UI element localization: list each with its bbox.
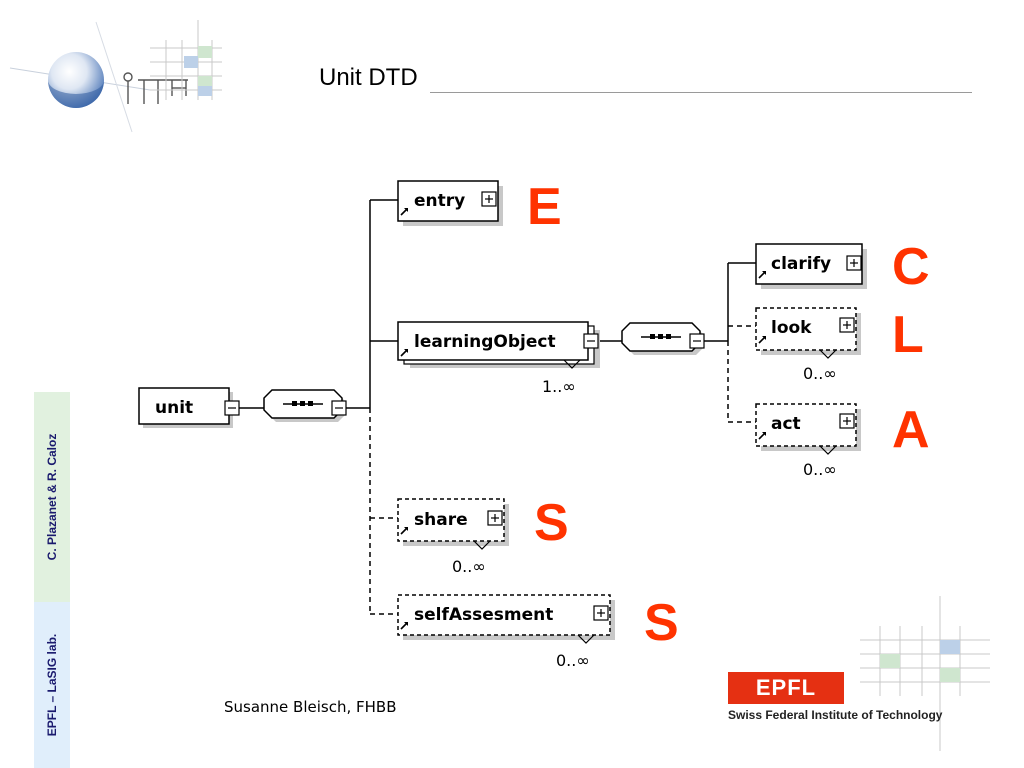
node-selfAssesment-label: selfAssesment [414,605,553,625]
epfl-logo-mark: EPFL [728,672,844,704]
node-learningObject-label: learningObject [414,332,556,352]
letter-selfAssesment: S [644,594,679,652]
cardinality-look: 0..∞ [803,364,837,383]
letter-clarify: C [892,238,930,296]
node-look-label: look [771,318,812,338]
epfl-logo: EPFL Swiss Federal Institute of Technolo… [728,672,943,722]
node-unit-label: unit [155,398,193,418]
collapse-icon[interactable] [689,333,705,349]
expand-icon[interactable] [487,510,503,526]
node-entry-label: entry [414,191,465,211]
cardinality-act: 0..∞ [803,460,837,479]
decorative-globe-logo [9,20,222,133]
collapse-icon[interactable] [583,333,599,349]
node-act[interactable]: act [755,403,861,455]
expand-icon[interactable] [839,413,855,429]
cardinality-share: 0..∞ [452,557,486,576]
node-clarify-label: clarify [771,254,831,274]
side-band-authors: C. Plazanet & R. Caloz [34,392,70,602]
node-share[interactable]: share [397,498,509,550]
title-rule [430,92,972,93]
expand-icon[interactable] [593,605,609,621]
node-clarify[interactable]: clarify [755,243,867,289]
node-selfAssesment[interactable]: selfAssesment [397,594,615,644]
letter-act: A [892,401,930,459]
node-learningObject[interactable]: learningObject [397,321,600,369]
letter-look: L [892,306,924,364]
slide-title: Unit DTD [319,64,418,91]
footer-author: Susanne Bleisch, FHBB [224,698,397,716]
sequence-compositor [263,389,346,422]
cardinality-learningObject: 1..∞ [542,377,576,396]
collapse-icon[interactable] [331,400,347,416]
letter-entry: E [527,178,562,236]
node-share-label: share [414,510,468,530]
decorative-grid [860,596,990,751]
node-unit[interactable]: unit [138,387,240,428]
connector-lines [217,199,756,409]
collapse-icon[interactable] [224,400,240,416]
node-act-label: act [771,414,801,434]
letter-share: S [534,494,569,552]
expand-icon[interactable] [846,255,862,271]
cardinality-selfAssesment: 0..∞ [556,651,590,670]
epfl-logo-text: Swiss Federal Institute of Technology [728,708,943,722]
optional-connector-lines [369,325,756,615]
sequence-compositor [621,322,704,355]
expand-icon[interactable] [481,191,497,207]
expand-icon[interactable] [839,317,855,333]
node-look[interactable]: look [755,307,861,359]
side-band-lab: EPFL – LaSIG lab. [34,602,70,768]
node-entry[interactable]: entry [397,180,503,226]
